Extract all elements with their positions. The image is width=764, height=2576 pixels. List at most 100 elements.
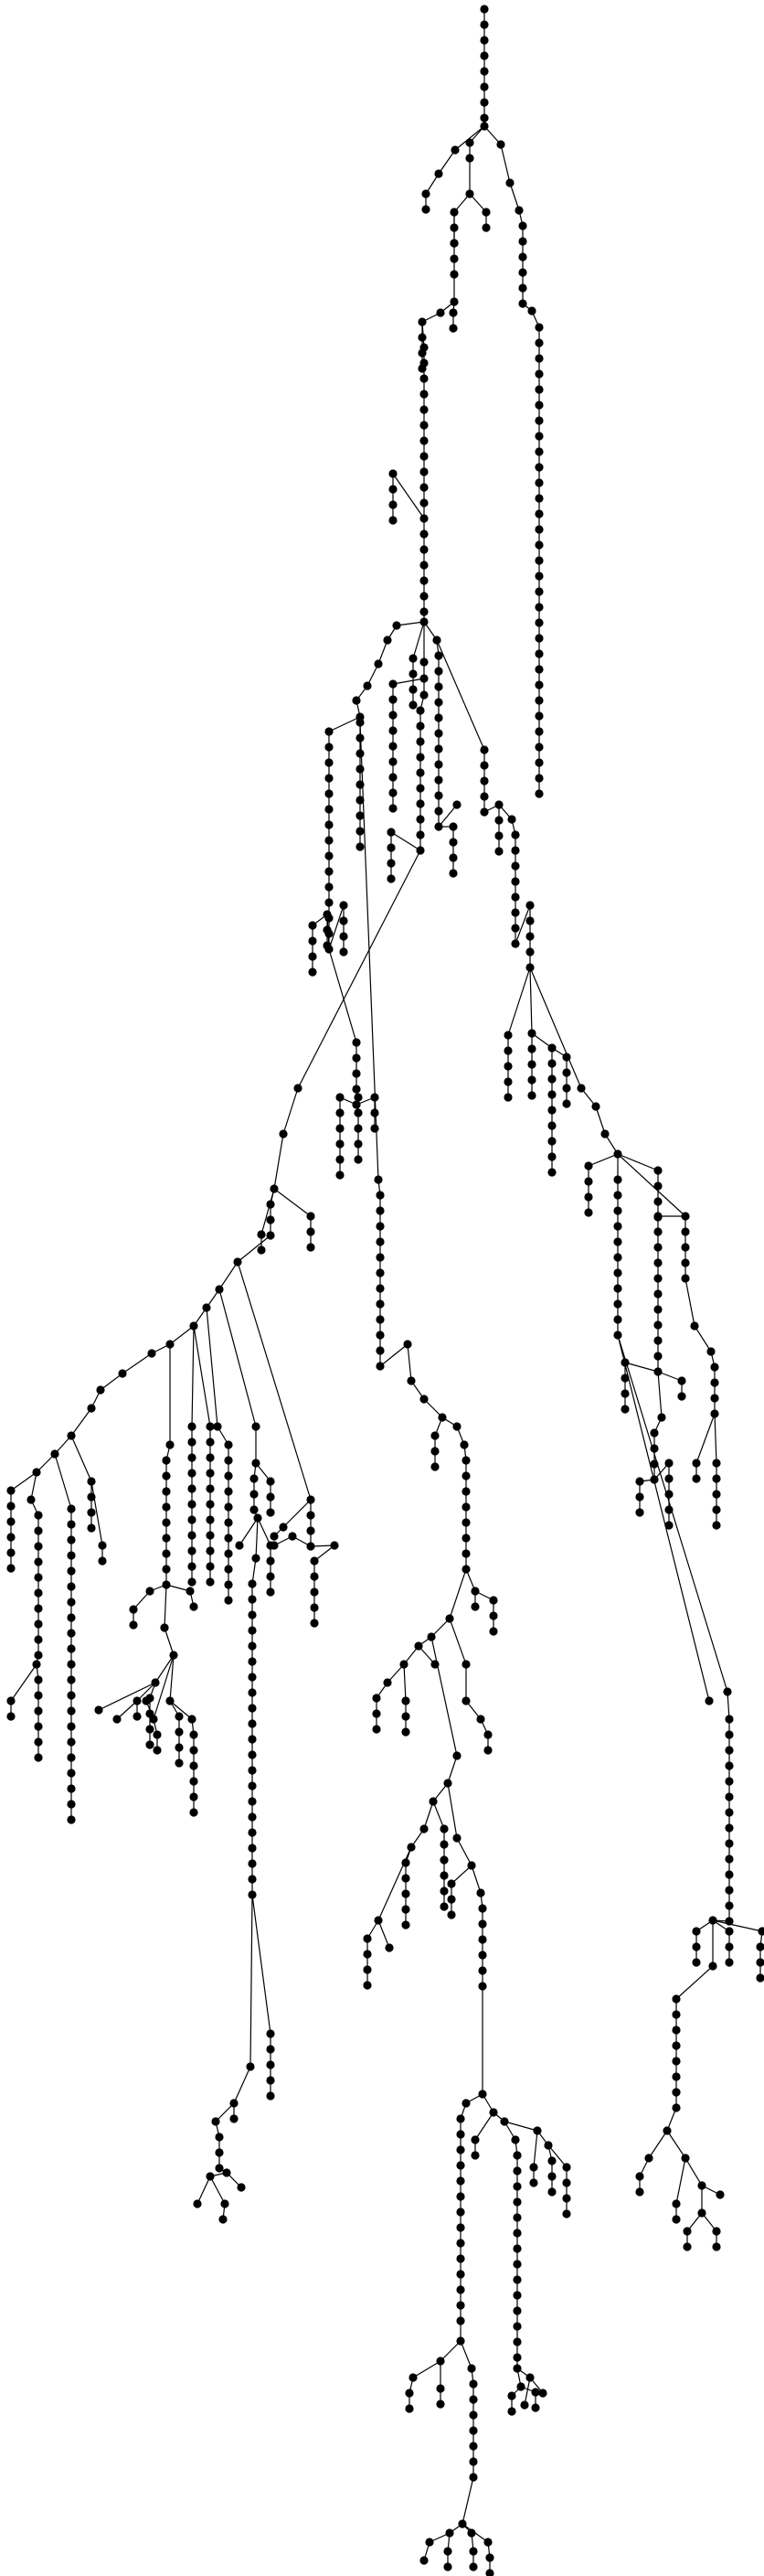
- tree-node-503: [224, 1596, 233, 1605]
- tree-node-271: [712, 1521, 721, 1530]
- tree-node-546: [229, 2099, 239, 2108]
- tree-edge-643: [447, 1755, 458, 1784]
- tree-node-308: [725, 1777, 734, 1786]
- tree-node-195: [511, 830, 520, 839]
- tree-node-164: [387, 843, 396, 852]
- tree-node-555: [220, 2199, 229, 2208]
- tree-node-331: [672, 2010, 681, 2019]
- tree-node-369: [118, 1369, 127, 1378]
- tree-node-120: [339, 932, 348, 941]
- tree-node-582: [335, 1170, 345, 1180]
- tree-node-192: [494, 831, 504, 840]
- tree-node-306: [725, 1746, 734, 1755]
- tree-node-298: [664, 1474, 674, 1483]
- tree-node-269: [712, 1490, 721, 1499]
- tree-node-20: [482, 223, 491, 232]
- tree-edge-353: [273, 1133, 284, 1190]
- tree-node-392: [32, 1660, 41, 1669]
- tree-node-405: [67, 1566, 76, 1576]
- tree-node-363: [233, 1257, 242, 1267]
- tree-node-654: [440, 1840, 449, 1849]
- tree-edge-453: [169, 1654, 175, 1702]
- tree-node-141: [419, 657, 429, 667]
- tree-node-57: [535, 665, 544, 674]
- tree-node-226: [547, 1168, 557, 1177]
- tree-node-60: [535, 711, 544, 721]
- tree-node-688: [456, 2254, 465, 2263]
- tree-node-591: [374, 1175, 383, 1184]
- tree-node-506: [249, 1474, 259, 1483]
- tree-node-605: [407, 1376, 416, 1385]
- tree-node-372: [67, 1431, 76, 1440]
- tree-node-248: [613, 1315, 622, 1324]
- tree-node-0: [480, 5, 489, 14]
- tree-node-727: [531, 2403, 540, 2412]
- tree-node-558: [306, 1495, 315, 1504]
- tree-node-687: [456, 2239, 465, 2248]
- tree-node-648: [401, 1858, 410, 1867]
- tree-node-547: [229, 2114, 239, 2123]
- tree-node-235: [584, 1161, 593, 1170]
- tree-node-430: [162, 1471, 171, 1480]
- tree-edge-349: [675, 2157, 686, 2205]
- tree-node-600: [376, 1315, 385, 1324]
- tree-node-185: [480, 745, 489, 754]
- tree-node-66: [436, 308, 445, 317]
- tree-node-334: [672, 2057, 681, 2066]
- tree-node-147: [388, 742, 398, 751]
- tree-node-537: [248, 1859, 257, 1868]
- tree-edge-554: [209, 2175, 226, 2205]
- tree-node-486: [206, 1500, 215, 1509]
- tree-node-477: [187, 1531, 196, 1540]
- tree-node-189: [480, 807, 489, 817]
- tree-node-190: [494, 800, 504, 809]
- tree-node-354: [270, 1184, 279, 1193]
- tree-node-428: [165, 1440, 175, 1449]
- tree-node-59: [535, 696, 544, 705]
- tree-node-198: [511, 877, 520, 886]
- tree-node-202: [511, 939, 520, 948]
- tree-node-173: [434, 729, 443, 738]
- tree-node-447: [133, 1712, 142, 1721]
- tree-node-254: [681, 1212, 690, 1221]
- tree-node-21: [450, 239, 459, 248]
- tree-node-102: [324, 727, 334, 736]
- tree-edge-284: [624, 1362, 659, 1373]
- tree-edge-517: [255, 1517, 259, 1559]
- tree-node-566: [310, 1572, 319, 1581]
- tree-edge-652: [432, 1801, 445, 1830]
- tree-edge-603: [379, 1343, 409, 1367]
- tree-edge-547: [215, 2102, 235, 2122]
- tree-node-337: [672, 2103, 681, 2112]
- tree-node-552: [222, 2168, 231, 2177]
- tree-node-399: [34, 1737, 43, 1747]
- tree-edge-738: [460, 2340, 472, 2369]
- tree-node-296: [635, 1492, 644, 1502]
- tree-edge-264: [695, 1413, 716, 1464]
- tree-node-627: [427, 1632, 436, 1641]
- tree-node-88: [388, 516, 398, 525]
- tree-edge-557: [237, 1261, 312, 1501]
- tree-node-670: [478, 1982, 487, 1991]
- tree-node-130: [355, 749, 365, 758]
- tree-node-290: [650, 1428, 659, 1438]
- tree-node-99: [363, 681, 372, 690]
- tree-node-266: [692, 1474, 701, 1483]
- tree-node-77: [419, 405, 429, 414]
- tree-node-576: [352, 1100, 361, 1109]
- tree-node-177: [434, 791, 443, 800]
- tree-edge-633: [403, 1663, 407, 1702]
- tree-edge-539: [251, 1894, 271, 2035]
- tree-edge-442: [164, 1584, 167, 1629]
- tree-node-146: [388, 726, 398, 735]
- tree-node-415: [67, 1722, 76, 1731]
- tree-node-723: [513, 2364, 522, 2373]
- tree-node-265: [692, 1459, 701, 1468]
- tree-edge-637: [449, 1618, 467, 1665]
- tree-node-540: [266, 2029, 275, 2038]
- tree-node-616: [462, 1502, 471, 1512]
- tree-node-106: [324, 789, 334, 798]
- tree-node-695: [471, 2151, 480, 2160]
- tree-node-365: [202, 1303, 211, 1312]
- tree-node-557: [218, 2215, 228, 2224]
